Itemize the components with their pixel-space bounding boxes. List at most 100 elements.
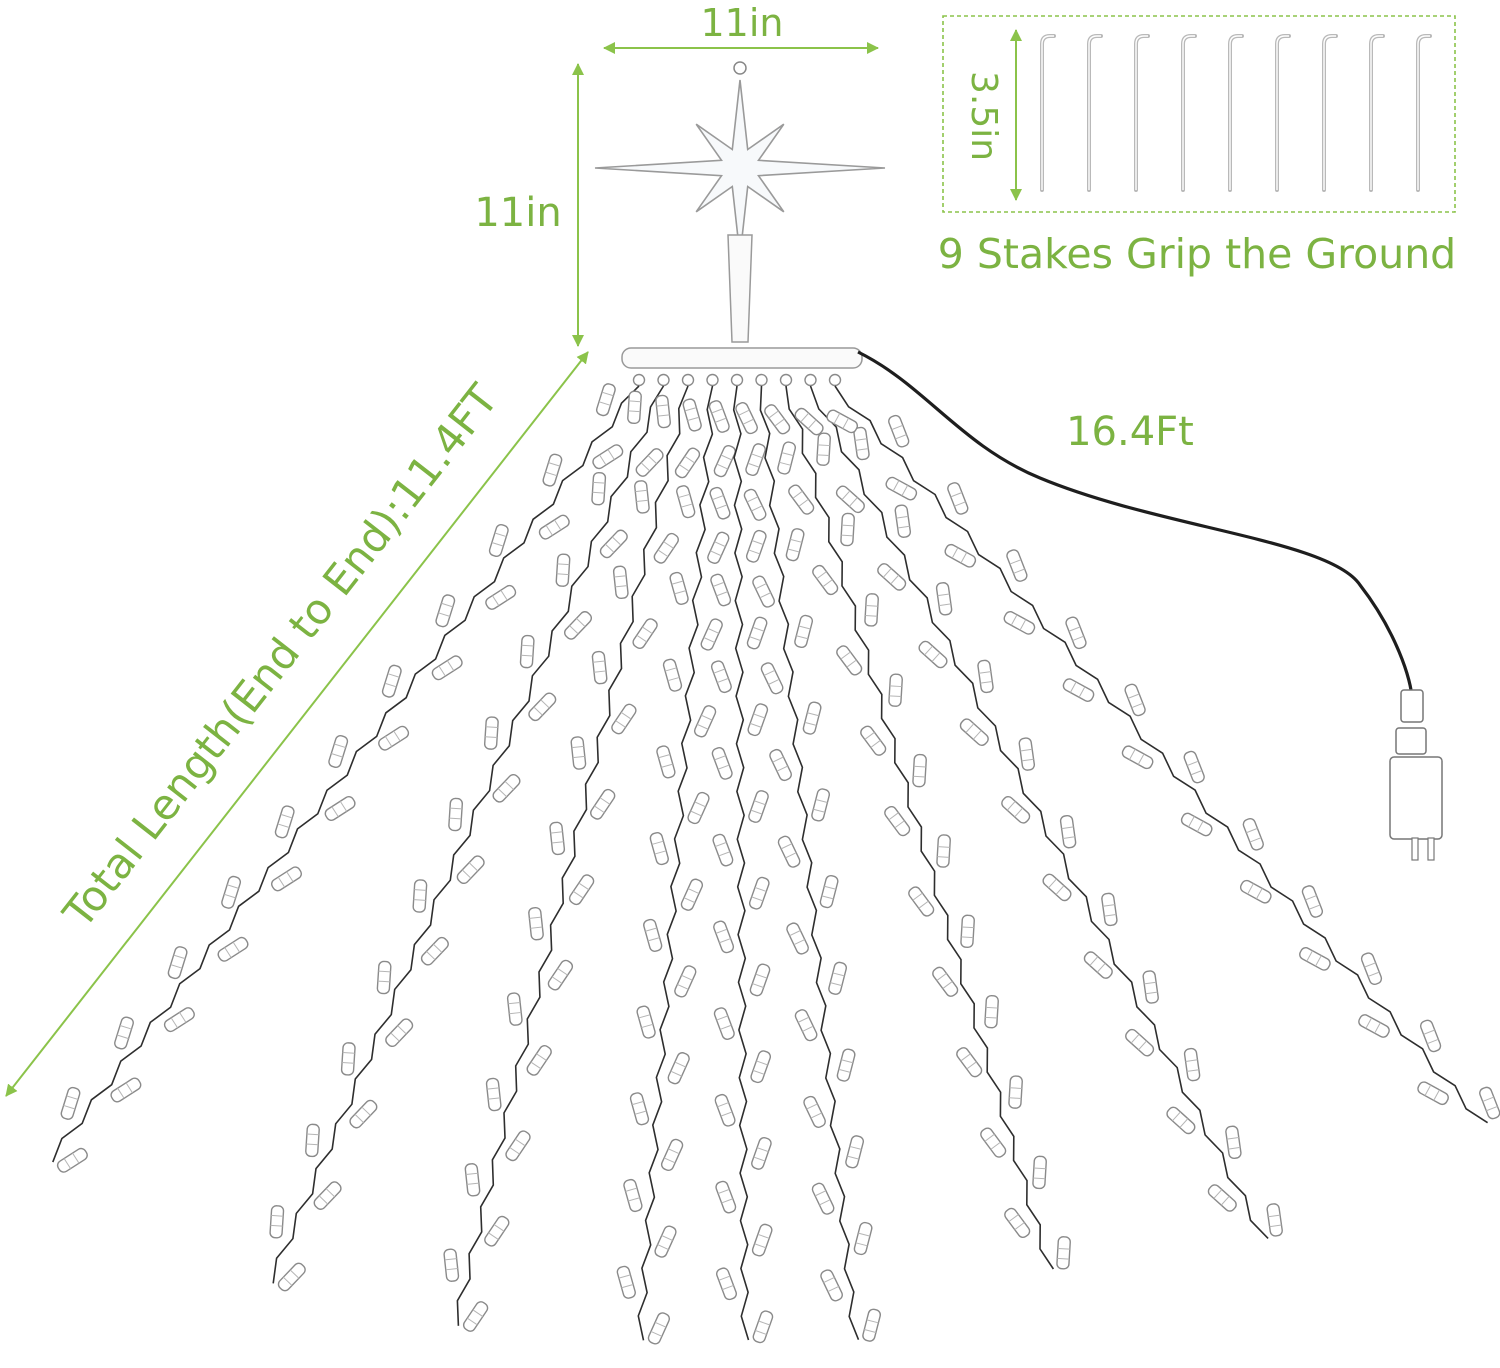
led-bulb xyxy=(862,1308,882,1342)
led-bulb xyxy=(435,594,456,628)
led-bulb xyxy=(647,1312,671,1345)
led-bulb xyxy=(1006,549,1028,582)
led-bulb xyxy=(655,394,671,429)
led-bulb xyxy=(313,1181,342,1210)
led-bulb xyxy=(1142,970,1159,1004)
led-bulb xyxy=(749,963,771,997)
led-bulb xyxy=(431,655,463,681)
led-bulb xyxy=(959,718,989,747)
hub-port xyxy=(828,373,842,387)
led-bulb xyxy=(1360,952,1383,986)
led-bulb xyxy=(462,1301,489,1332)
led-bulb xyxy=(538,514,570,540)
led-bulb xyxy=(960,914,975,949)
led-bulb xyxy=(820,1269,843,1302)
led-bulb xyxy=(752,1310,774,1344)
led-bulb xyxy=(816,432,831,466)
led-bulb xyxy=(271,866,302,892)
led-bulb xyxy=(748,876,770,910)
led-bulb xyxy=(853,1221,873,1256)
led-bulb xyxy=(60,1086,81,1120)
led-bulb xyxy=(716,1267,737,1301)
led-bulb xyxy=(492,773,521,803)
led-bulb xyxy=(1207,1184,1237,1212)
led-bulb xyxy=(745,529,767,563)
led-bulb xyxy=(980,1127,1007,1158)
led-bulb xyxy=(828,961,848,995)
light-strand xyxy=(443,385,701,1332)
led-bulb xyxy=(1062,678,1095,702)
led-bulb xyxy=(786,922,809,955)
light-strand xyxy=(826,385,1500,1124)
hub-port xyxy=(681,373,695,387)
led-bulb xyxy=(908,886,935,917)
led-bulb xyxy=(599,529,628,559)
led-bulb xyxy=(835,485,865,514)
stake-height-label: 3.5in xyxy=(963,71,1004,161)
led-bulb xyxy=(485,1077,502,1112)
led-bulb xyxy=(932,966,959,997)
led-bulb xyxy=(710,573,732,607)
led-bulb xyxy=(674,447,701,479)
light-strand xyxy=(269,385,665,1292)
led-bulb xyxy=(735,402,758,435)
led-bulb xyxy=(528,906,544,941)
led-bulb xyxy=(623,1178,643,1213)
led-bulb xyxy=(542,453,563,487)
led-bulb xyxy=(114,1016,134,1050)
power-adapter-icon xyxy=(1389,689,1443,861)
led-bulb xyxy=(947,482,969,515)
led-bulb xyxy=(1003,611,1036,635)
led-bulb xyxy=(505,1130,531,1162)
led-bulb xyxy=(826,409,859,434)
star-width-label: 11in xyxy=(701,1,784,45)
hub-port xyxy=(755,373,768,387)
led-bulb xyxy=(1008,1075,1023,1109)
led-bulb xyxy=(324,796,356,821)
ground-stake-icon xyxy=(1416,34,1432,192)
led-bulb xyxy=(707,531,730,564)
led-bulb xyxy=(788,484,815,515)
led-bulb xyxy=(378,725,410,751)
led-bulb xyxy=(777,441,797,475)
hub-port xyxy=(657,373,670,387)
led-bulb xyxy=(715,1180,737,1214)
led-bulb xyxy=(794,1009,818,1042)
led-bulb xyxy=(984,994,999,1029)
led-bulb xyxy=(853,426,870,461)
led-bulb xyxy=(674,965,697,998)
star-height-label: 11in xyxy=(474,190,561,236)
hub-port xyxy=(632,373,646,387)
hub-connector xyxy=(621,347,863,387)
hub-port xyxy=(804,373,817,387)
led-bulb xyxy=(653,532,679,564)
led-bulb xyxy=(56,1147,88,1173)
ground-stake-icon xyxy=(1228,34,1244,192)
led-bulb xyxy=(700,618,723,651)
led-bulb xyxy=(1239,879,1272,904)
led-bulb xyxy=(464,1163,481,1197)
star-height-dimension: 11in xyxy=(474,63,584,347)
led-bulb xyxy=(381,664,402,698)
led-bulb xyxy=(836,645,863,676)
led-bulb xyxy=(956,1047,983,1078)
led-bulb xyxy=(711,747,733,780)
led-bulb xyxy=(656,745,676,779)
led-bulb xyxy=(506,992,523,1026)
led-bulb xyxy=(845,1135,865,1169)
led-bulb xyxy=(349,1099,378,1129)
led-bulb xyxy=(443,1248,460,1282)
lead-cable-label: 16.4Ft xyxy=(1066,409,1194,455)
led-bulb xyxy=(217,936,249,962)
total-length-dimension: Total Length(End to End):11.4FT xyxy=(5,351,589,1097)
led-bulb xyxy=(714,1093,736,1127)
led-bulb xyxy=(836,1048,856,1082)
led-bulb xyxy=(167,946,188,980)
led-bulb xyxy=(676,485,696,519)
light-strand xyxy=(708,385,774,1344)
led-bulb xyxy=(710,660,732,694)
eight-point-star-icon xyxy=(594,61,886,343)
led-bulb xyxy=(643,918,663,952)
led-bulb xyxy=(570,736,587,770)
led-bulb xyxy=(687,791,710,825)
